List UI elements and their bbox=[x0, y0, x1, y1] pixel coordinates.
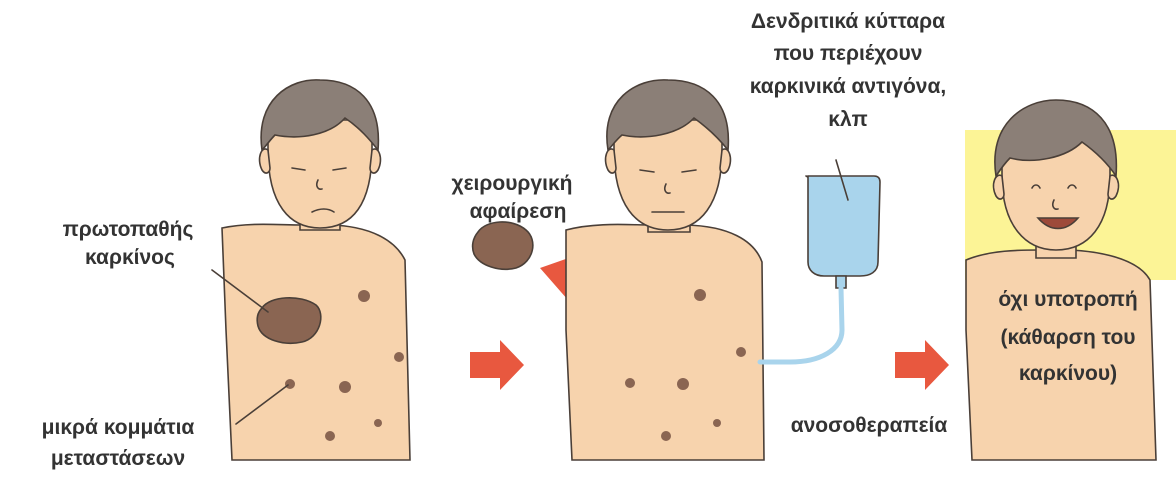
label-immunotherapy: ανοσοθεραπεία bbox=[791, 414, 948, 437]
label-primary-cancer-line1: πρωτοπαθής bbox=[63, 218, 194, 241]
iv-bag-icon bbox=[760, 176, 880, 362]
patient-before-surgery bbox=[222, 80, 410, 460]
label-dendritic-cells-line4: κλπ bbox=[828, 108, 867, 131]
removed-tumor bbox=[473, 222, 533, 269]
right-arrow-icon bbox=[895, 340, 949, 390]
label-no-recurrence-line3: καρκίνου) bbox=[1019, 362, 1117, 385]
label-dendritic-cells-line1: Δενδριτικά κύτταρα bbox=[751, 10, 945, 33]
label-primary-cancer-line2: καρκίνος bbox=[85, 246, 175, 269]
label-surgical-removal-line2: αφαίρεση bbox=[470, 200, 567, 223]
right-arrow-icon bbox=[470, 340, 524, 390]
label-surgical-removal-line1: χειρουργική bbox=[452, 172, 573, 195]
patient-after-surgery bbox=[566, 80, 764, 460]
label-micrometastases-line2: μεταστάσεων bbox=[51, 447, 185, 470]
label-micrometastases-line1: μικρά κομμάτια bbox=[42, 416, 195, 439]
label-dendritic-cells-line2: που περιέχουν bbox=[774, 42, 923, 65]
label-no-recurrence-line1: όχι υποτροπή bbox=[998, 288, 1137, 311]
primary-tumor bbox=[257, 298, 321, 343]
label-no-recurrence-line2: (κάθαρση του bbox=[1000, 326, 1135, 349]
label-dendritic-cells-line3: καρκινικά αντιγόνα, bbox=[750, 75, 946, 98]
